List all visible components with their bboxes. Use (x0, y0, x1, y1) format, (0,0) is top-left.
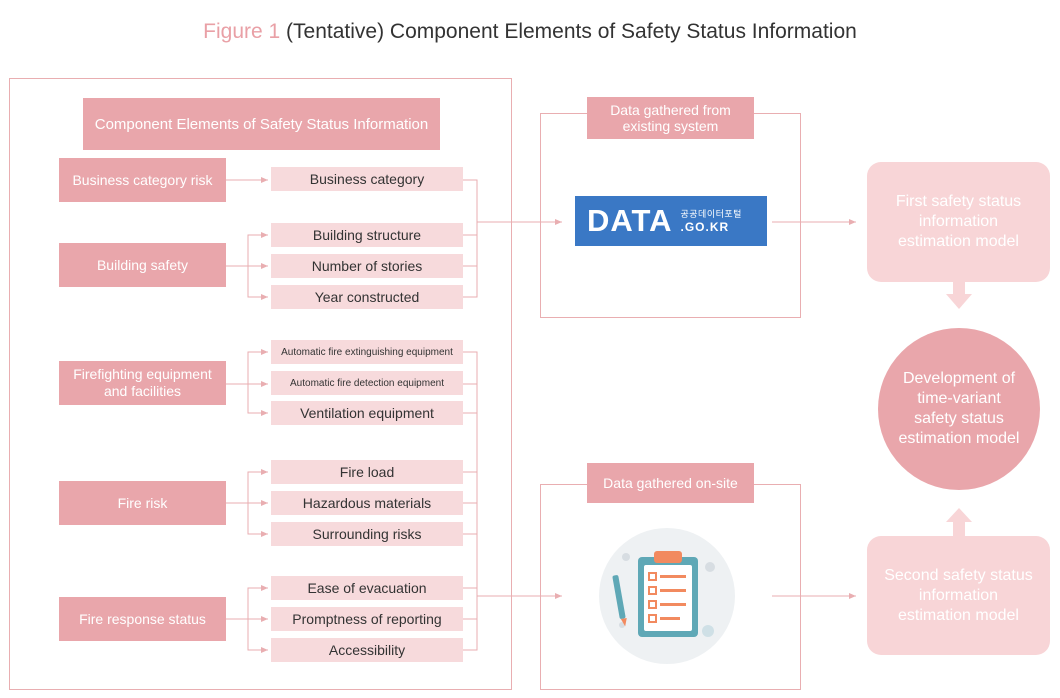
component-elements-panel (9, 78, 512, 690)
logo-domain-text: .GO.KR (680, 220, 730, 234)
item-accessibility: Accessibility (271, 638, 463, 662)
item-building-structure: Building structure (271, 223, 463, 247)
item-surrounding-risks: Surrounding risks (271, 522, 463, 546)
item-number-of-stories: Number of stories (271, 254, 463, 278)
second-estimation-model: Second safety status information estimat… (867, 536, 1050, 655)
figure-label: Figure 1 (203, 20, 281, 43)
category-building-safety: Building safety (59, 243, 226, 287)
item-auto-fire-extinguishing: Automatic fire extinguishing equipment (271, 340, 463, 364)
first-estimation-model: First safety status information estimati… (867, 162, 1050, 282)
figure-title: Figure 1 (Tentative) Component Elements … (0, 20, 1060, 44)
item-fire-load: Fire load (271, 460, 463, 484)
data-go-kr-logo: DATA 공공데이터포털 .GO.KR (575, 196, 767, 246)
item-ease-of-evacuation: Ease of evacuation (271, 576, 463, 600)
time-variant-model-circle: Development of time-variant safety statu… (878, 328, 1040, 490)
logo-data-text: DATA (587, 203, 673, 238)
existing-system-header: Data gathered from existing system (587, 97, 754, 139)
item-hazardous-materials: Hazardous materials (271, 491, 463, 515)
category-firefighting-equipment: Firefighting equipment and facilities (59, 361, 226, 405)
figure-title-text: (Tentative) Component Elements of Safety… (286, 20, 857, 43)
panel-header: Component Elements of Safety Status Info… (83, 98, 440, 150)
logo-kr-text: 공공데이터포털 (680, 209, 742, 219)
onsite-header: Data gathered on-site (587, 463, 754, 503)
item-ventilation-equipment: Ventilation equipment (271, 401, 463, 425)
item-auto-fire-detection: Automatic fire detection equipment (271, 371, 463, 395)
clipboard-checklist-icon (599, 528, 735, 664)
item-business-category: Business category (271, 167, 463, 191)
category-fire-response: Fire response status (59, 597, 226, 641)
category-business-risk: Business category risk (59, 158, 226, 202)
item-year-constructed: Year constructed (271, 285, 463, 309)
item-promptness-of-reporting: Promptness of reporting (271, 607, 463, 631)
category-fire-risk: Fire risk (59, 481, 226, 525)
